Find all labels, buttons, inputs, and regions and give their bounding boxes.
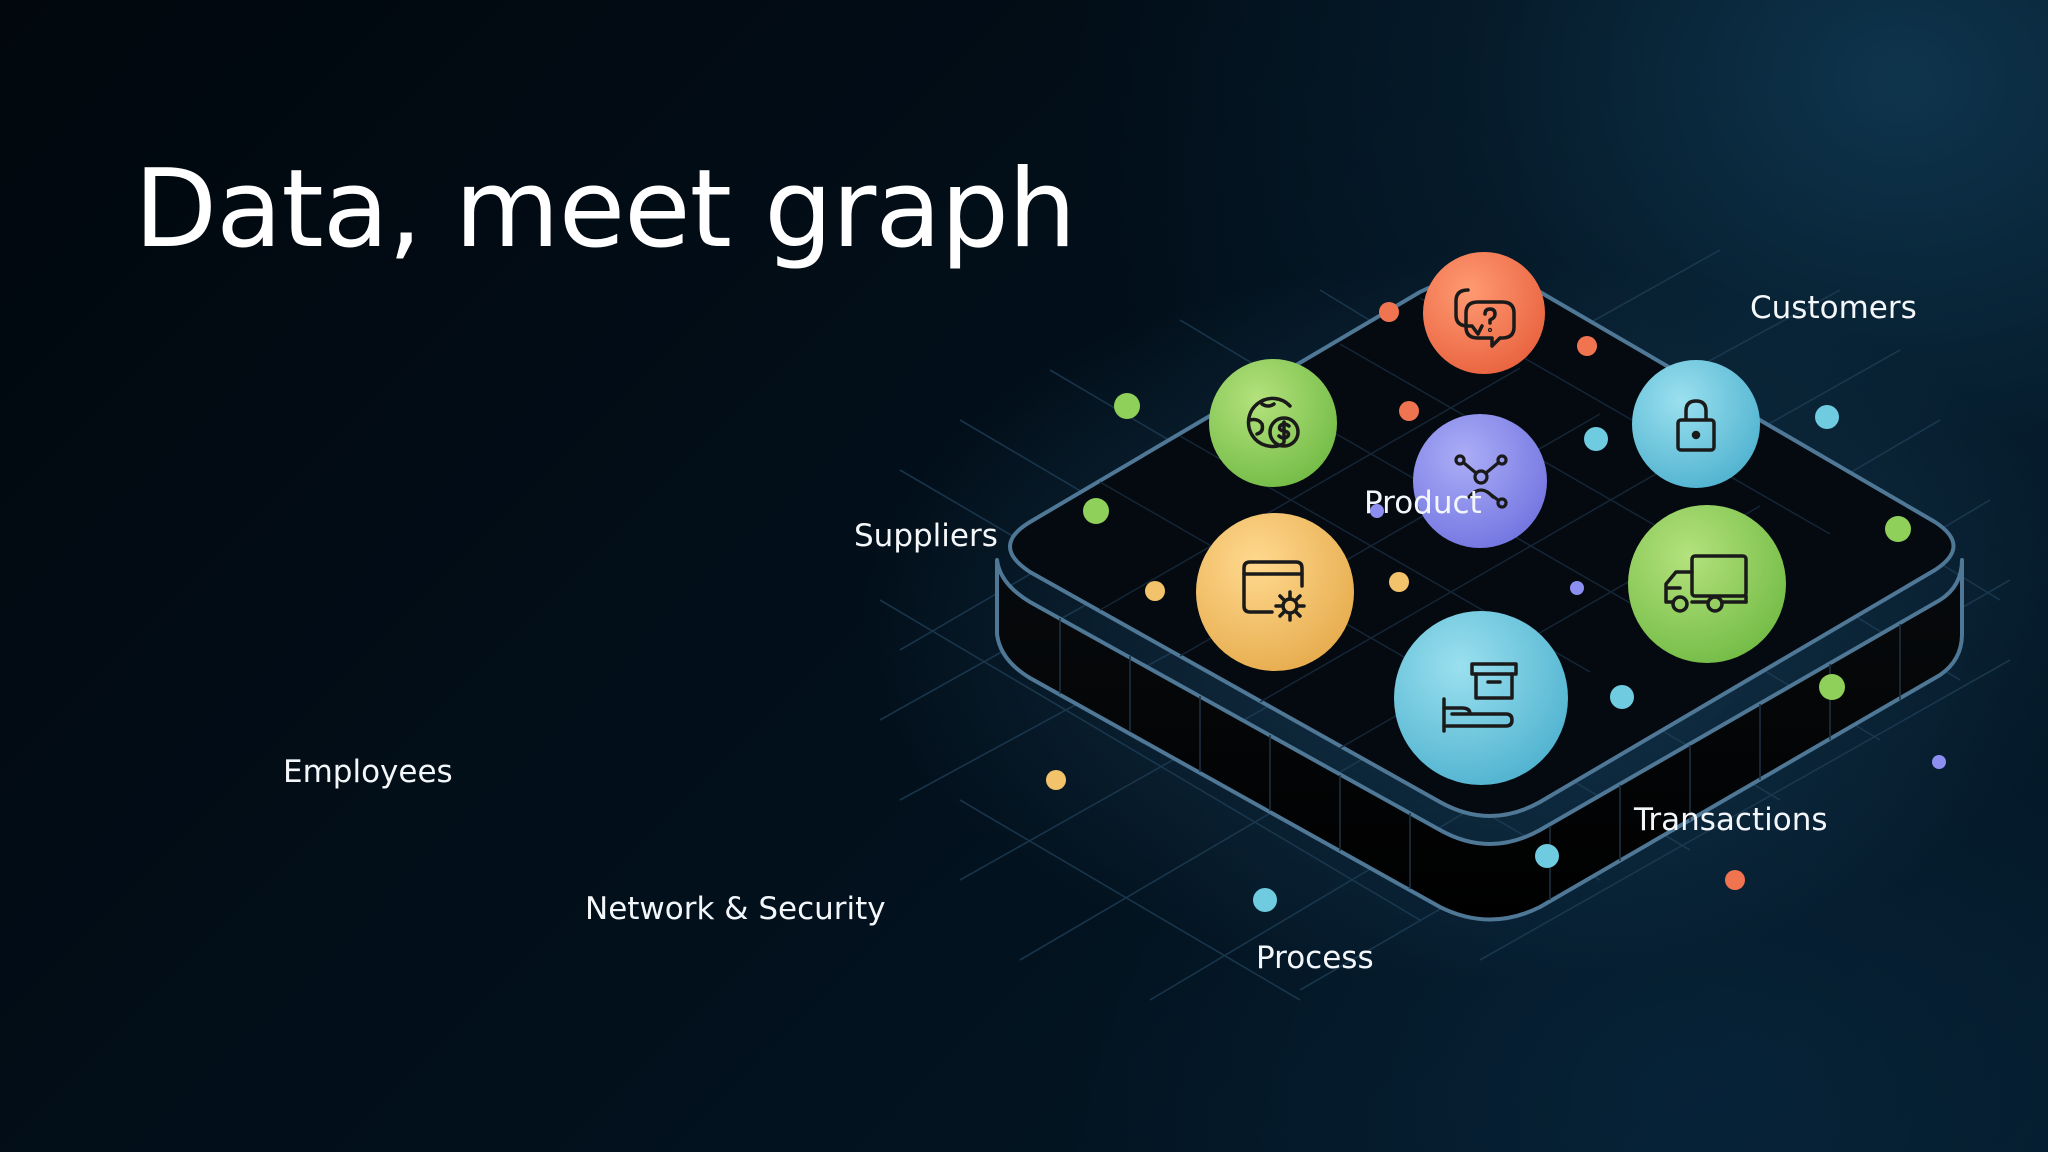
dot-green [1885,516,1911,542]
chat-question-icon [1454,288,1516,348]
hand-box-icon [1442,662,1518,733]
label-network-security: Network & Security [585,891,886,927]
label-product: Product [1364,485,1482,521]
dot-orange [1725,870,1745,890]
dot-green [1114,393,1140,419]
delivery-truck-icon [1664,554,1748,613]
lock-icon [1676,399,1716,452]
dot-yellow [1046,770,1066,790]
node-browser-settings [1196,513,1354,671]
dot-cyan [1535,844,1559,868]
label-customers: Customers [1750,290,1917,326]
dot-cyan [1584,427,1608,451]
label-process: Process [1256,940,1374,976]
network-person-icon [1454,454,1508,509]
node-lock [1632,360,1760,488]
platform-side [995,558,1964,922]
label-transactions: Transactions [1634,802,1828,838]
dot-green [1083,498,1109,524]
dot-orange [1399,401,1419,421]
dot-purple [1932,755,1946,769]
dot-cyan [1815,405,1839,429]
dot-cyan [1610,685,1634,709]
browser-settings-icon [1242,560,1306,622]
node-hand-box [1394,611,1568,785]
dot-purple [1570,581,1584,595]
dot-orange [1379,302,1399,322]
node-delivery-truck [1628,505,1786,663]
node-chat-question [1423,252,1545,374]
label-suppliers: Suppliers [854,518,998,554]
label-employees: Employees [283,754,453,790]
slide-title: Data, meet graph [134,147,1076,272]
scatter-dots [1046,302,1946,912]
dot-orange [1577,336,1597,356]
node-globe-dollar [1209,359,1337,487]
dot-yellow [1145,581,1165,601]
dot-green [1819,674,1845,700]
dot-yellow [1389,572,1409,592]
dot-cyan [1253,888,1277,912]
globe-dollar-icon [1246,396,1300,449]
node-network-person [1413,414,1547,548]
dot-purple [1370,504,1384,518]
